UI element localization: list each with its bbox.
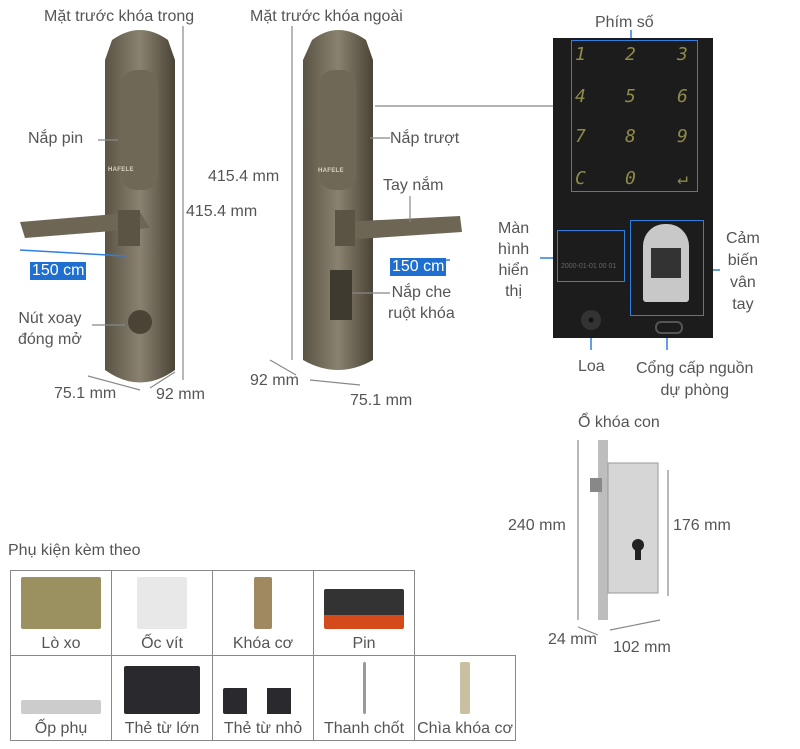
accessory-large-card: Thẻ từ lớn (111, 655, 213, 741)
key-0[interactable]: 0 (625, 168, 636, 189)
handle-label: Tay nắm (383, 177, 444, 194)
key-9[interactable]: 9 (677, 126, 688, 147)
accessory-label: Ốp phụ (34, 720, 88, 737)
slide-cover-label: Nắp trượt (390, 130, 460, 147)
mortise-width-label: 102 mm (613, 639, 671, 656)
speaker-label: Loa (578, 358, 605, 375)
key-6[interactable]: 6 (677, 86, 688, 107)
outer-height-label: 415.4 mm (208, 168, 280, 185)
accessory-key: Chìa khóa cơ (414, 655, 516, 741)
key-5[interactable]: 5 (625, 86, 636, 107)
keypad-label: Phím số (595, 14, 654, 31)
power-port-label: Cổng cấp nguồn dự phòng (636, 360, 754, 399)
keypad-panel: 1 2 3 4 5 6 7 8 9 C 0 ↵ 2000-01-01 00 01 (553, 38, 713, 338)
accessory-label: Thanh chốt (323, 720, 405, 737)
mortise-height-label: 240 mm (508, 517, 566, 534)
inner-width-label: 75.1 mm (54, 385, 117, 402)
knob-label: Nút xoay đóng mở (18, 310, 82, 348)
outer-lock-title: Mặt trước khóa ngoài (250, 8, 403, 25)
accessory-mech-lock: Khóa cơ (212, 570, 314, 656)
accessory-label: Lò xo (41, 635, 81, 652)
accessory-spindle: Thanh chốt (313, 655, 415, 741)
accessories-title: Phụ kiện kèm theo (8, 542, 141, 559)
outer-depth-label: 92 mm (250, 372, 299, 389)
key-7[interactable]: 7 (575, 126, 586, 147)
key-2[interactable]: 2 (625, 44, 636, 65)
cylinder-cover-label: Nắp che ruột khóa (388, 284, 455, 322)
accessory-battery: Pin (313, 570, 415, 656)
keypad-box (571, 40, 698, 192)
key-1[interactable]: 1 (575, 44, 586, 65)
usb-port-icon (655, 321, 683, 334)
accessory-label: Khóa cơ (232, 635, 294, 652)
accessory-spring: Lò xo (10, 570, 112, 656)
mortise-image (590, 440, 659, 620)
key-clear[interactable]: C (575, 168, 586, 189)
accessory-strike-plate: Ốp phụ (10, 655, 112, 741)
outer-width-label: 75.1 mm (350, 392, 413, 409)
key-enter[interactable]: ↵ (677, 168, 688, 189)
accessories-table: Lò xo Ốc vít Khóa cơ Pin Ốp phụ Thẻ từ l… (10, 570, 516, 741)
outer-cable-label: 150 cm (390, 258, 447, 276)
accessory-label: Ốc vít (141, 635, 183, 652)
inner-brand-logo: HAFELE (108, 167, 134, 173)
mortise-title: Ổ khóa con (578, 414, 660, 431)
battery-cover-label: Nắp pin (28, 130, 84, 147)
inner-lock-image (20, 30, 175, 383)
accessory-label: Thẻ từ nhỏ (223, 720, 303, 737)
mortise-inner-height-label: 176 mm (673, 517, 731, 534)
display-box: 2000-01-01 00 01 (557, 230, 625, 282)
outer-lock-image (303, 30, 462, 370)
fingerprint-label: Cảm biến vân tay (726, 230, 760, 313)
mortise-thickness-label: 24 mm (548, 631, 597, 648)
accessory-small-card: Thẻ từ nhỏ (212, 655, 314, 741)
inner-depth-label: 92 mm (156, 386, 205, 403)
display-label: Màn hình hiển thị (498, 220, 530, 300)
accessory-label: Thẻ từ lớn (124, 720, 200, 737)
accessory-label: Chìa khóa cơ (417, 720, 513, 737)
fingerprint-sensor (643, 224, 689, 302)
key-4[interactable]: 4 (575, 86, 586, 107)
inner-lock-title: Mặt trước khóa trong (44, 8, 195, 25)
inner-height-label: 415.4 mm (186, 203, 258, 220)
key-3[interactable]: 3 (677, 44, 688, 65)
accessory-label: Pin (352, 635, 376, 652)
accessory-screws: Ốc vít (111, 570, 213, 656)
speaker-icon (581, 310, 601, 330)
display-text: 2000-01-01 00 01 (561, 263, 617, 270)
fingerprint-box (630, 220, 704, 316)
inner-cable-label: 150 cm (30, 262, 87, 280)
outer-brand-logo: HAFELE (318, 168, 344, 174)
key-8[interactable]: 8 (625, 126, 636, 147)
